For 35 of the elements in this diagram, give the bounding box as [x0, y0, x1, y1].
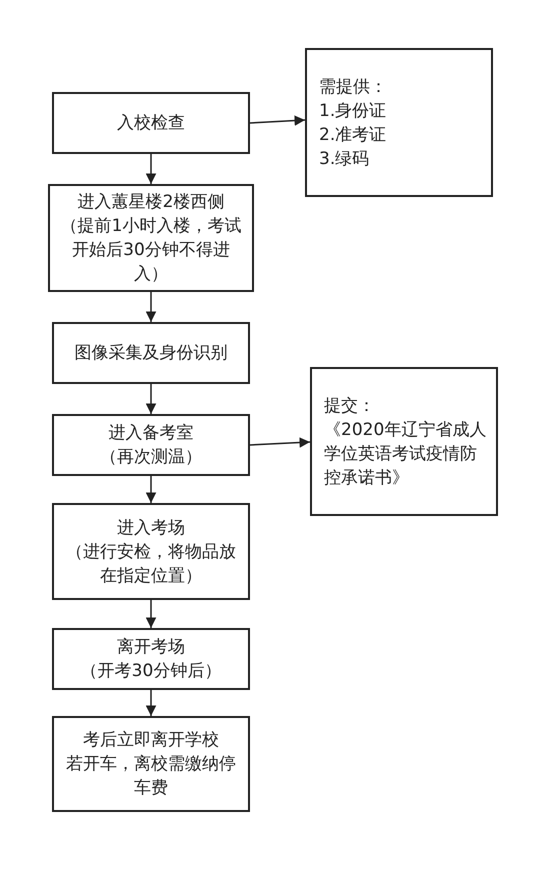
arrow: [250, 437, 310, 448]
box-text: 提交：: [324, 394, 375, 418]
box-text: （进行安检，将物品放在指定位置）: [65, 540, 237, 588]
process-box: [52, 322, 250, 384]
box-text: 3.绿码: [319, 148, 370, 170]
arrow: [146, 154, 156, 184]
box-text: 进入考场: [117, 516, 185, 540]
arrow: [146, 690, 156, 716]
process-box: [52, 414, 250, 476]
process-box: [52, 503, 250, 600]
box-text: 若开车，离校需缴纳停车费: [65, 753, 237, 800]
process-box: [52, 628, 250, 690]
process-box: [52, 92, 250, 154]
box-text: 《2020年辽宁省成人学位英语考试疫情防控承诺书》: [324, 418, 488, 490]
box-text: 1.身份证: [319, 100, 386, 122]
arrow: [250, 115, 306, 126]
process-box: [310, 367, 498, 516]
box-text: 离开考场: [117, 636, 185, 659]
arrow: [146, 292, 156, 322]
process-box: [48, 184, 254, 292]
box-text: 进入蕙星楼2楼西侧: [78, 191, 224, 214]
process-box: [305, 48, 493, 197]
box-text: （开考30分钟后）: [80, 660, 222, 683]
box-text: 进入备考室: [108, 422, 194, 445]
box-text: 入校检查: [117, 112, 185, 135]
box-text: 图像采集及身份识别: [74, 342, 228, 365]
box-text: （再次测温）: [100, 446, 202, 469]
box-text: （提前1小时入楼，考试开始后30分钟不得进入）: [60, 215, 242, 286]
box-text: 2.准考证: [319, 124, 386, 146]
arrow: [146, 476, 156, 503]
arrow: [146, 600, 156, 628]
arrow: [146, 384, 156, 414]
box-text: 需提供：: [319, 76, 387, 98]
box-text: 考后立即离开学校: [83, 729, 219, 752]
process-box: [52, 716, 250, 812]
